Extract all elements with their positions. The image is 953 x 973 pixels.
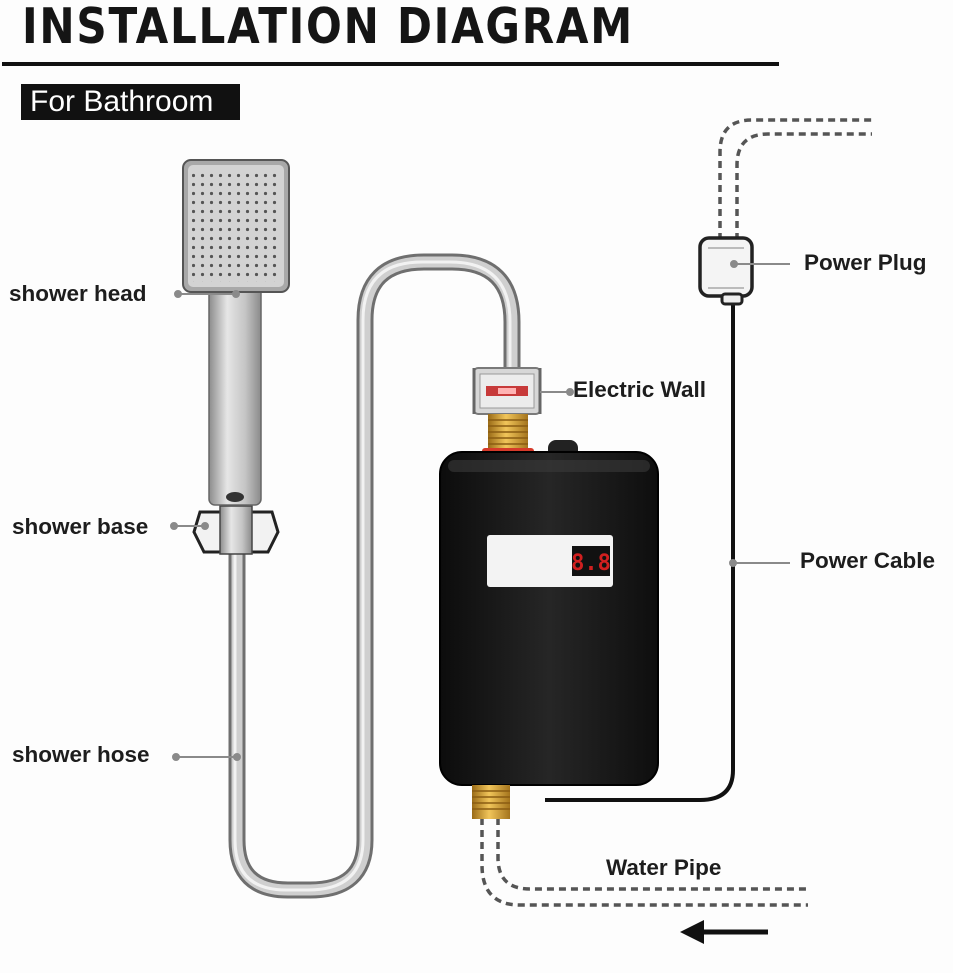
- label-water-pipe: Water Pipe: [606, 855, 722, 880]
- inlet-fitting: [482, 414, 534, 456]
- label-electric-wall: Electric Wall: [573, 377, 706, 402]
- water-heater: [439, 451, 659, 786]
- label-shower-hose: shower hose: [12, 742, 150, 767]
- shower-base-clamp: [192, 505, 280, 555]
- power-cable: [545, 300, 735, 802]
- power-plug: [698, 236, 754, 306]
- outlet-fitting: [472, 785, 510, 819]
- water-pipe-dashed: [480, 818, 808, 907]
- section-badge: For Bathroom: [21, 84, 240, 120]
- electric-wall-valve: [472, 367, 542, 415]
- label-power-plug: Power Plug: [804, 250, 927, 275]
- shower-hose: [228, 253, 521, 899]
- label-leaders: [170, 260, 790, 761]
- title-underline: [2, 62, 779, 66]
- page-title: INSTALLATION DIAGRAM: [22, 0, 634, 55]
- power-conduit-dashed: [718, 118, 872, 240]
- arrow-left-icon: [680, 920, 768, 944]
- shower-head: [182, 159, 290, 506]
- temperature-readout: 8.8: [571, 551, 611, 576]
- label-shower-base: shower base: [12, 514, 149, 539]
- label-power-cable: Power Cable: [800, 548, 936, 573]
- label-shower-head: shower head: [9, 281, 147, 306]
